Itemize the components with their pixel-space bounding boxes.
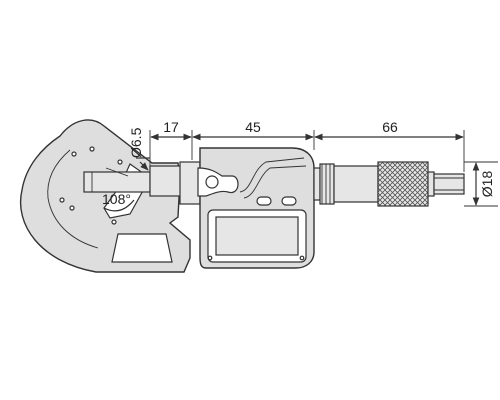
dim-text-dia-18: Ø18 — [479, 171, 495, 198]
dim-text-108-deg: 108° — [102, 191, 131, 207]
rivet-dot — [89, 146, 95, 152]
rivet-dot — [59, 197, 65, 203]
frame-nameplate — [111, 233, 173, 263]
dimension-lines — [103, 130, 498, 212]
rivet-dot — [117, 159, 123, 165]
lcd-corner-dot — [299, 255, 305, 261]
v-frame — [20, 119, 191, 273]
dim-text-dia-6-5: Ø6.5 — [128, 127, 144, 158]
dim-text-66: 66 — [382, 119, 398, 135]
ratchet-stop — [433, 173, 465, 195]
origin-button — [256, 196, 272, 206]
lcd-corner-dot — [207, 255, 213, 261]
dim-text-17: 17 — [163, 119, 179, 135]
sleeve-and-thimble — [313, 161, 465, 207]
rivet-dot — [69, 205, 75, 211]
hold-button — [281, 196, 297, 206]
lock-lever-knob — [205, 175, 219, 189]
rivet-dot — [111, 219, 117, 225]
rivet-dot — [71, 151, 77, 157]
thimble-knurl — [377, 161, 429, 207]
dim-text-45: 45 — [245, 119, 261, 135]
micrometer-body — [197, 147, 315, 269]
lcd-screen — [215, 216, 299, 256]
spindle — [83, 161, 201, 205]
